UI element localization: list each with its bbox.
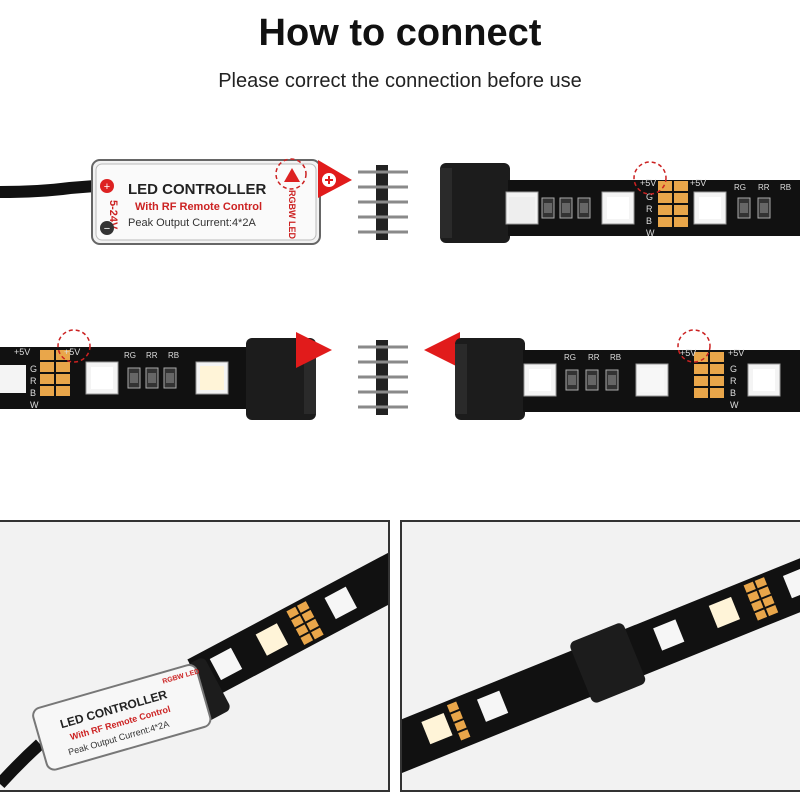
svg-text:+5V: +5V: [680, 348, 696, 358]
pin-header: [358, 165, 408, 240]
svg-text:RG: RG: [734, 183, 746, 192]
svg-text:RG: RG: [564, 353, 576, 362]
power-cable: [0, 180, 96, 198]
photo-strips-connected: [400, 520, 800, 792]
svg-text:RR: RR: [758, 183, 770, 192]
controller-title: LED CONTROLLER: [128, 181, 266, 198]
plus-circle-icon: [100, 179, 114, 193]
svg-text:RR: RR: [146, 351, 158, 360]
svg-text:+5V: +5V: [14, 347, 30, 357]
svg-text:G: G: [30, 364, 37, 374]
led-strip: +5V +5V G R B W RG RR RB: [0, 329, 316, 420]
led-controller: + 5-24V − LED CONTROLLER With RF Remote …: [91, 158, 321, 245]
svg-text:RG: RG: [124, 351, 136, 360]
svg-text:G: G: [730, 364, 737, 374]
highlight-circle-icon: [57, 329, 91, 363]
controller-type-label: RGBW LED: [287, 190, 297, 239]
controller-spec: Peak Output Current:4*2A: [128, 217, 256, 229]
svg-text:W: W: [646, 228, 655, 238]
minus-circle-icon: [100, 221, 114, 235]
svg-text:R: R: [646, 204, 653, 214]
svg-text:+5V: +5V: [64, 347, 80, 357]
svg-text:W: W: [30, 400, 39, 410]
led-strip: +5V +5V G R B W RG RR RB: [440, 161, 800, 243]
highlight-circle-icon: [275, 158, 307, 190]
svg-text:RB: RB: [780, 183, 791, 192]
svg-text:W: W: [730, 400, 739, 410]
svg-text:RR: RR: [588, 353, 600, 362]
page-title: How to connect: [258, 12, 542, 54]
pin-header: [358, 340, 408, 415]
controller-subtitle: With RF Remote Control: [135, 201, 262, 213]
highlight-circle-icon: [677, 329, 711, 363]
photo-controller-connected: LED CONTROLLER With RF Remote Control Pe…: [0, 520, 390, 792]
triangle-arrow-icon: [424, 332, 460, 368]
led-strip: RG RR RB +5V +5V G R B W: [455, 329, 800, 420]
svg-text:G: G: [646, 192, 653, 202]
svg-text:+5V: +5V: [728, 348, 744, 358]
svg-text:R: R: [730, 376, 737, 386]
highlight-circle-icon: [633, 161, 667, 195]
svg-text:R: R: [30, 376, 37, 386]
svg-text:B: B: [646, 216, 652, 226]
svg-text:B: B: [30, 388, 36, 398]
svg-text:+5V: +5V: [640, 178, 656, 188]
page-subtitle: Please correct the connection before use: [218, 70, 582, 92]
svg-text:B: B: [730, 388, 736, 398]
svg-text:RB: RB: [610, 353, 621, 362]
controller-plus: +: [104, 181, 110, 193]
triangle-arrow-icon: [296, 332, 332, 368]
svg-text:+5V: +5V: [690, 178, 706, 188]
svg-text:RB: RB: [168, 351, 179, 360]
controller-minus: −: [104, 223, 110, 235]
connection-illustration: + 5-24V − LED CONTROLLER With RF Remote …: [0, 158, 800, 420]
warning-triangle-icon: [284, 168, 300, 182]
